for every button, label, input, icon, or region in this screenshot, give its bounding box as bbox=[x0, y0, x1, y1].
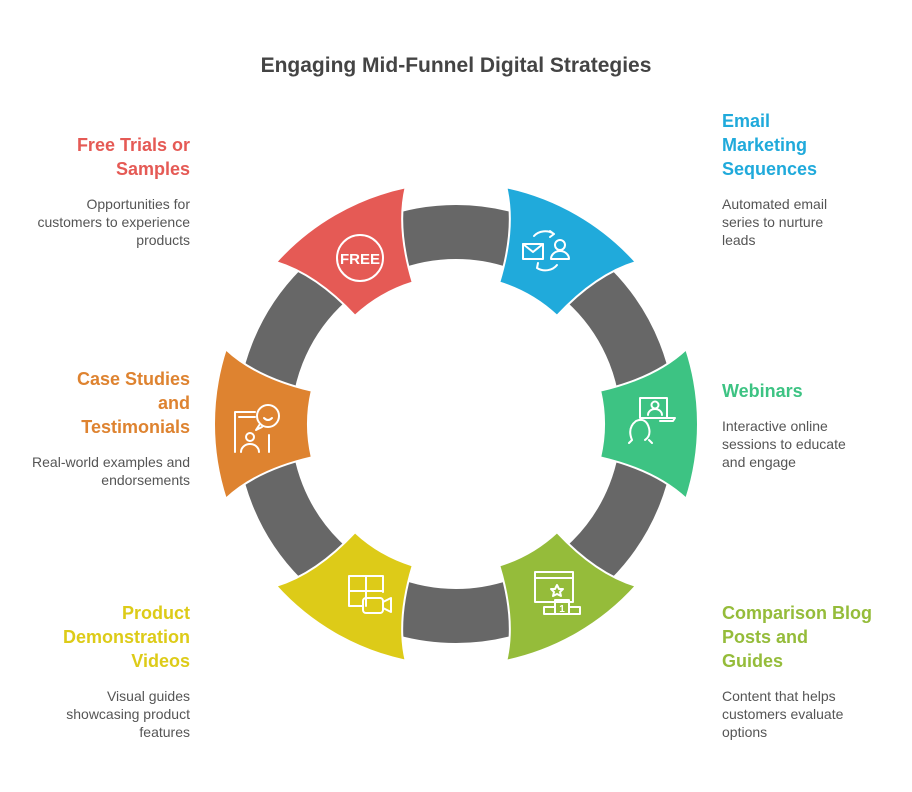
video-layout-icon bbox=[348, 575, 392, 614]
item-heading: Webinars bbox=[722, 381, 803, 401]
item-description: Automated email series to nurture leads bbox=[722, 196, 828, 248]
segment-email bbox=[498, 185, 638, 318]
item-heading: Free Trials or Samples bbox=[76, 135, 190, 179]
segment-comparison bbox=[498, 530, 638, 663]
webinar-icon bbox=[628, 397, 676, 444]
svg-text:1: 1 bbox=[559, 604, 565, 615]
item-heading: Case Studies and Testimonials bbox=[76, 369, 190, 437]
item-description: Visual guides showcasing product feature… bbox=[66, 688, 190, 740]
ranking-podium-icon: 1 bbox=[534, 571, 581, 615]
diagram-title: Engaging Mid-Funnel Digital Strategies bbox=[260, 54, 652, 77]
svg-text:FREE: FREE bbox=[340, 251, 380, 268]
item-heading: Product Demonstration Videos bbox=[62, 603, 190, 671]
item-heading: Comparison Blog Posts and Guides bbox=[722, 603, 873, 671]
item-heading: Email Marketing Sequences bbox=[722, 111, 818, 179]
item-description: Interactive online sessions to educate a… bbox=[722, 418, 846, 470]
item-description: Content that helps customers evaluate op… bbox=[722, 688, 844, 740]
item-videos: Product Demonstration Videos Visual guid… bbox=[20, 601, 190, 741]
item-email: Email Marketing Sequences Automated emai… bbox=[722, 109, 872, 249]
email-cycle-icon bbox=[522, 230, 570, 272]
free-badge-icon: FREE bbox=[336, 234, 384, 282]
item-description: Opportunities for customers to experienc… bbox=[37, 196, 190, 248]
item-case-studies: Case Studies and Testimonials Real-world… bbox=[20, 367, 190, 489]
ring-track bbox=[237, 205, 675, 643]
item-description: Real-world examples and endorsements bbox=[32, 454, 190, 488]
item-webinars: Webinars Interactive online sessions to … bbox=[722, 379, 872, 471]
segment-videos bbox=[274, 530, 414, 663]
testimonial-icon bbox=[234, 404, 280, 453]
segment-case-studies bbox=[213, 347, 313, 501]
item-comparison: Comparison Blog Posts and Guides Content… bbox=[722, 601, 872, 741]
segment-webinars bbox=[599, 347, 699, 501]
segment-free-trials bbox=[274, 185, 414, 318]
item-free-trials: Free Trials or Samples Opportunities for… bbox=[20, 133, 190, 249]
